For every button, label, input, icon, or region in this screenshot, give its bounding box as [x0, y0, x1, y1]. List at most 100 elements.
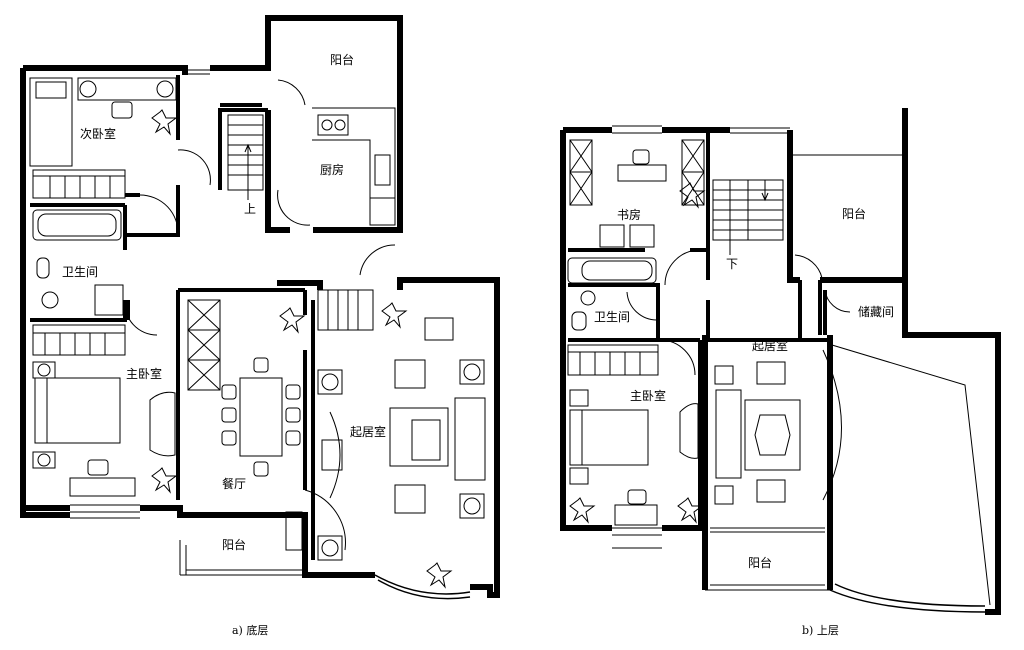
floor-a-balcony-top-label: 阳台	[330, 52, 354, 67]
floor-a-shower	[94, 284, 124, 316]
floor-a-bay-window	[374, 574, 471, 600]
floor-a-bathtub	[32, 209, 122, 241]
floor-a-kitchen-counter	[312, 107, 396, 225]
floor-b-armchair-2	[629, 224, 655, 248]
floor-b-wardrobe-hangers	[568, 351, 658, 375]
floor-a-burner-2	[334, 119, 346, 131]
floor-a-stair-arrow	[244, 143, 252, 200]
floor-b-plants	[569, 182, 706, 524]
floor-a-plants	[151, 109, 453, 589]
floor-a-screen-cross	[187, 299, 221, 391]
floor-b-balcony-right-label: 阳台	[842, 206, 866, 221]
floor-a-plant-4	[381, 302, 408, 329]
floor-b-sofa	[715, 389, 742, 479]
floor-a-end-table-1	[459, 359, 485, 385]
floor-b-bedside-1	[569, 389, 589, 407]
floor-a-stair-up-label: 上	[244, 202, 256, 216]
floor-a-dining-chair-7	[253, 357, 269, 373]
floor-b-outer-wall	[560, 108, 1001, 615]
floor-a-double-bed	[34, 377, 121, 444]
floor-b-tray	[754, 414, 791, 456]
floor-a-corner-table-2	[317, 535, 343, 561]
floor-a-wardrobe-hangers	[33, 175, 125, 198]
floor-a-plant-2	[151, 467, 178, 494]
floor-a-entry-treads	[327, 290, 359, 330]
floor-a-lamp-1	[79, 80, 97, 98]
floor-b-toilet	[571, 311, 587, 331]
floor-a-living-room-label: 起居室	[350, 424, 386, 439]
floor-a-dining-furniture	[187, 299, 303, 551]
floor-b-dresser-chair	[627, 489, 647, 505]
floor-a-outer-wall-b	[20, 508, 70, 518]
floor-a-dining-chair-8	[253, 461, 269, 477]
floor-b-balcony-bottom-label: 阳台	[748, 555, 772, 570]
floor-b-study-chair	[632, 149, 650, 165]
floor-b-door-swings	[626, 249, 851, 501]
floor-a-dining-label: 餐厅	[222, 476, 246, 491]
floor-a-stove	[317, 114, 349, 136]
floor-a-fridge	[285, 511, 303, 551]
floor-a-second-bedroom-label: 次卧室	[80, 126, 116, 141]
floor-a-coffee-table	[389, 407, 449, 467]
floor-b-wardrobe	[567, 344, 659, 376]
floor-a-chair	[111, 101, 133, 119]
floor-a-end-table-2	[459, 493, 485, 519]
floor-a-dining-chair-4	[285, 384, 301, 400]
floor-a-armchair-1	[394, 359, 426, 389]
floor-b-sliding-door	[710, 527, 825, 533]
floor-b-stair-arrow	[729, 179, 769, 255]
floor-a-corner-lamp-1	[321, 373, 339, 391]
floor-a-single-bed	[29, 77, 73, 167]
floor-b-study-label: 书房	[617, 207, 641, 222]
floor-a-armchair-top	[424, 317, 454, 341]
floor-a-corner-table-1	[317, 369, 343, 395]
floor-a-dining-chair-3	[221, 430, 237, 446]
floor-a-living-furniture	[317, 317, 486, 561]
floor-a-tv-arc	[329, 411, 341, 499]
floor-b-inner-walls	[568, 130, 830, 528]
floor-b-armchair-bottom	[756, 479, 786, 503]
floor-b-bathtub-inner	[581, 260, 653, 281]
floor-a-dresser	[69, 477, 136, 497]
floor-b-caption: b) 上层	[802, 624, 839, 637]
floor-a-master-bedroom-label: 主卧室	[126, 366, 162, 381]
floor-a-bathtub-inner	[37, 213, 117, 237]
floor-a-stair-treads	[228, 124, 263, 176]
floor-b-sink	[580, 290, 596, 306]
floor-b-bed-headboard	[569, 409, 583, 466]
floor-a-dining-chair-6	[285, 430, 301, 446]
floor-a-windows	[70, 69, 305, 576]
floor-a-end-lamp-2	[463, 497, 481, 515]
floor-b-windows	[612, 125, 905, 591]
floor-a-dining-table	[239, 377, 283, 457]
floor-a-pillow	[35, 81, 67, 99]
floor-a-sofa	[454, 397, 486, 481]
floor-b-end-table-2	[714, 485, 734, 505]
floor-a-dining-chair-1	[221, 384, 237, 400]
floor-b-bath-fixtures	[567, 257, 657, 331]
floor-a-burner-1	[321, 119, 333, 131]
floor-b-vanity	[679, 403, 699, 459]
floor-a-plant-1	[151, 109, 178, 136]
floor-b-plant-3	[677, 497, 704, 524]
floor-a-corner-lamp-2	[321, 539, 339, 557]
floor-a-entry-stairs	[317, 289, 374, 331]
floor-a-door-swings	[124, 79, 396, 551]
floor-b-storage-label: 储藏间	[858, 304, 894, 319]
floor-a-screen-cabinet	[187, 299, 221, 391]
floor-b-stair-down-label: 下	[726, 257, 738, 271]
floor-a-end-lamp-1	[463, 363, 481, 381]
floor-b-stairs	[712, 179, 784, 255]
floor-a-wardrobe	[32, 169, 126, 199]
floor-a-caption: a) 底层	[232, 623, 268, 637]
floor-a-cabinet	[369, 197, 396, 226]
floor-b-bathroom-label: 卫生间	[594, 310, 630, 324]
floor-a-master-wardrobe	[32, 324, 126, 356]
floor-a-master-bedroom-furniture	[32, 324, 176, 497]
floor-b-armchair-top	[756, 361, 786, 385]
floor-a-desk	[77, 77, 177, 101]
floor-b-living-room-label: 起居室	[752, 338, 788, 353]
floor-b-living-furniture	[710, 361, 825, 533]
floor-a-tv-tray	[411, 419, 441, 461]
